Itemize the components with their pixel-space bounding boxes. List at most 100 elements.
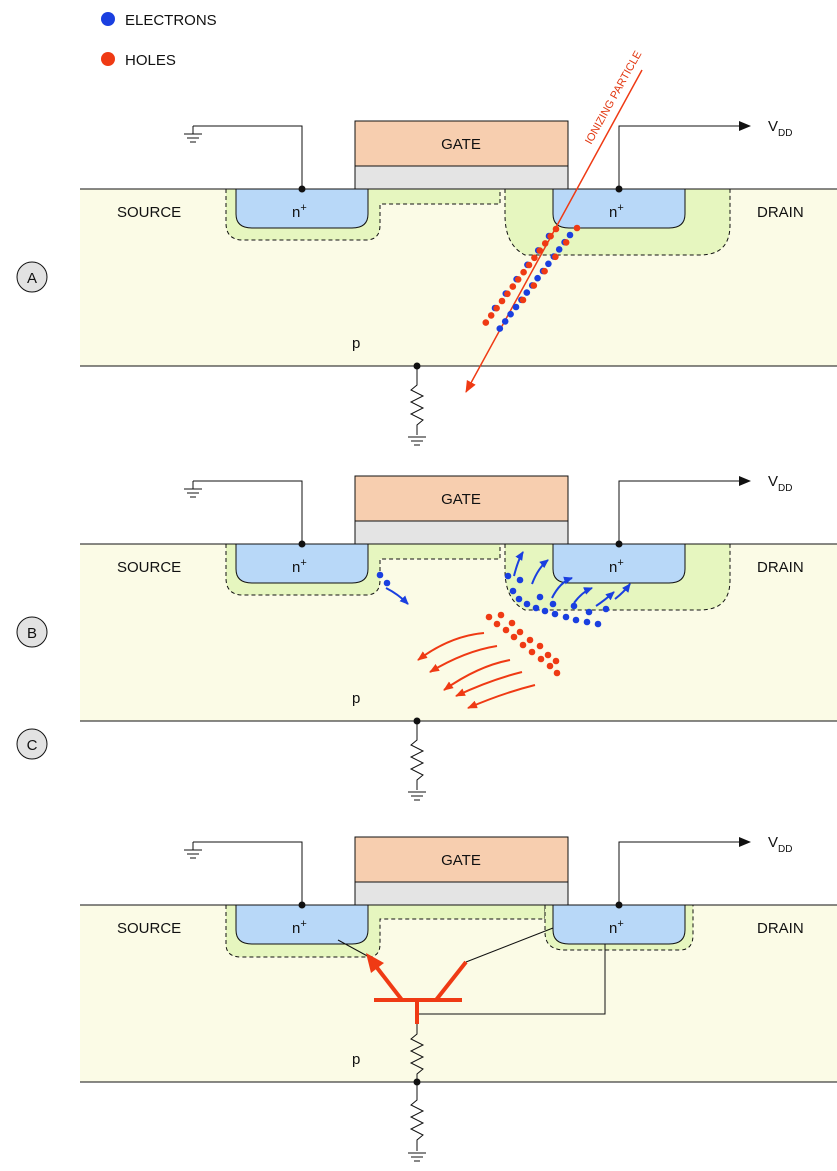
ground-symbol (184, 842, 202, 859)
source-n-well (235, 543, 369, 584)
electron (602, 605, 610, 613)
hole (546, 662, 554, 670)
electron (515, 595, 523, 603)
drift-arrow (417, 632, 485, 661)
electron-legend-label: ELECTRONS (125, 12, 217, 29)
electron (570, 602, 578, 610)
electron (504, 572, 512, 580)
gate-oxide (354, 520, 569, 545)
hole (493, 620, 501, 628)
hole (552, 225, 560, 233)
electron (532, 604, 540, 612)
source-label: SOURCE (117, 204, 181, 221)
hole (510, 633, 518, 641)
hole (504, 290, 511, 298)
drain-n-plus-label: n+ (609, 918, 624, 937)
electron (555, 246, 563, 253)
electron (566, 231, 574, 239)
hole (573, 224, 581, 232)
hole (541, 240, 549, 247)
gate-label: GATE (441, 136, 481, 153)
hole (508, 619, 516, 627)
drift-arrow (573, 587, 593, 604)
hole (493, 304, 500, 312)
electron (585, 608, 593, 616)
charge-separation (376, 551, 631, 709)
ground-symbol (408, 1152, 426, 1162)
hole (482, 319, 490, 326)
drift-arrow (455, 671, 523, 697)
electron (523, 600, 531, 608)
hole (552, 657, 560, 665)
hole (562, 239, 570, 246)
panel-marker-a (16, 261, 48, 293)
panel-marker-c-label: C (27, 737, 38, 754)
parasitic-bipolar-transistor (337, 927, 606, 1024)
ground-symbol (184, 126, 202, 143)
panel-a: GATE SOURCE DRAIN p n+ n+ VDD IONIZING P… (16, 49, 837, 446)
drain-n-well (552, 543, 686, 584)
electron (523, 289, 531, 296)
electron-legend-dot (101, 12, 115, 26)
hole (519, 296, 527, 304)
hole-legend-label: HOLES (125, 52, 176, 69)
source-n-plus-label: n+ (292, 557, 307, 576)
panel-c: GATE SOURCE DRAIN p n+ n+ VDD (16, 728, 837, 1162)
hole (552, 253, 559, 261)
gate-oxide (354, 165, 569, 190)
ground-symbol (408, 791, 426, 801)
electron (516, 576, 524, 584)
source-n-well (235, 904, 369, 945)
drift-arrow (385, 587, 409, 605)
hole (553, 669, 561, 677)
vdd-label: VDD (768, 118, 792, 139)
gate-oxide (354, 881, 569, 906)
electron (501, 318, 509, 325)
substrate (80, 905, 837, 1082)
drift-arrow (595, 591, 615, 607)
hole (502, 626, 510, 634)
vdd-label: VDD (768, 834, 792, 855)
electron (509, 587, 517, 595)
hole (547, 232, 554, 240)
gate (354, 120, 569, 167)
electron (496, 325, 504, 332)
drift-arrow (443, 659, 511, 691)
electron (512, 303, 520, 311)
source-label: SOURCE (117, 920, 181, 937)
electron (507, 310, 514, 318)
substrate-label: p (352, 690, 360, 707)
source-n-plus-label: n+ (292, 918, 307, 937)
hole (526, 636, 534, 644)
legend: ELECTRONS HOLES (101, 12, 217, 69)
charge-track (482, 224, 581, 332)
gate-label: GATE (441, 852, 481, 869)
drain-label: DRAIN (757, 920, 804, 937)
drain-label: DRAIN (757, 559, 804, 576)
source-n-plus-label: n+ (292, 202, 307, 221)
panel-b: GATE SOURCE DRAIN p n+ n+ VDD B (16, 473, 837, 801)
ground-symbol (184, 481, 202, 498)
electron (583, 618, 591, 626)
electron (549, 600, 557, 608)
drift-arrow (429, 645, 498, 673)
ionizing-particle-label: IONIZING PARTICLE (583, 49, 644, 146)
drain-n-well (552, 904, 686, 945)
substrate-label: p (352, 335, 360, 352)
gate (354, 475, 569, 522)
source-n-well (235, 188, 369, 229)
electron (545, 260, 552, 268)
electron (594, 620, 602, 628)
hole (519, 641, 527, 649)
drain-n-well (552, 188, 686, 229)
drain-n-plus-label: n+ (609, 202, 624, 221)
hole (530, 282, 538, 289)
source-label: SOURCE (117, 559, 181, 576)
hole (528, 648, 536, 656)
drain-n-plus-label: n+ (609, 557, 624, 576)
hole (485, 613, 493, 621)
substrate-resistor (409, 1024, 425, 1082)
gate-label: GATE (441, 491, 481, 508)
gate (354, 836, 569, 883)
